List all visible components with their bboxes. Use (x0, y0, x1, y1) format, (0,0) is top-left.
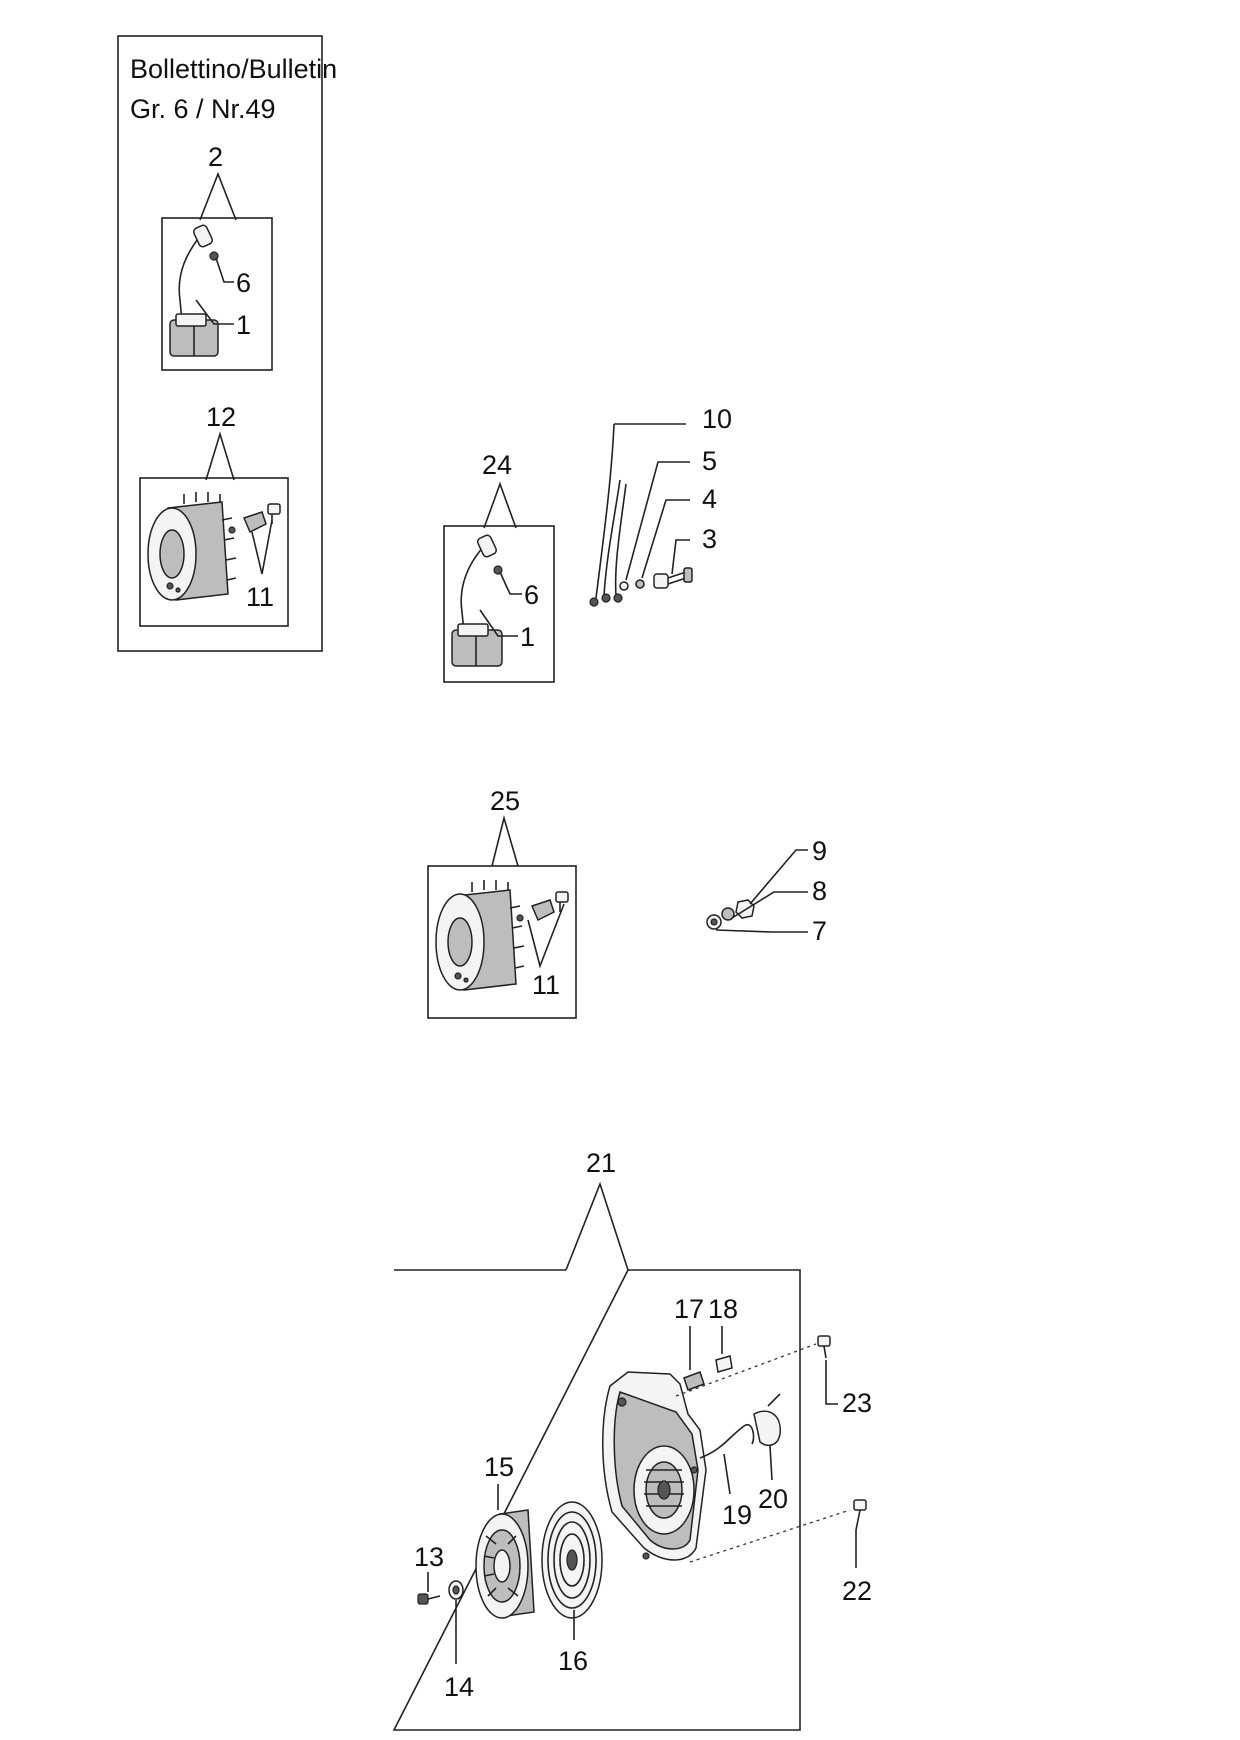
pawl-18-icon (715, 1355, 733, 1373)
ground-wire-assembly: 10 5 4 3 (589, 404, 732, 607)
leader-6-mid (499, 571, 522, 595)
leader-21 (565, 1181, 629, 1271)
leader-11-top (251, 519, 273, 575)
flywheel-icon (147, 492, 237, 601)
lock-washer-8 (721, 907, 735, 921)
callout-12: 12 (206, 402, 236, 432)
screw-23-icon (817, 1335, 831, 1359)
leader-7 (715, 929, 808, 933)
callout-9: 9 (812, 836, 827, 866)
starter-housing-icon (602, 1371, 707, 1561)
callout-19: 19 (722, 1500, 752, 1530)
screw-22-icon (853, 1499, 867, 1531)
callout-4: 4 (702, 484, 717, 514)
leader-8 (731, 891, 808, 919)
leader-6-top (215, 257, 234, 283)
key-and-screw-icon (228, 503, 281, 534)
leader-3 (671, 539, 690, 575)
alignment-line-23 (675, 1343, 817, 1397)
leader-19 (723, 1453, 731, 1495)
callout-24: 24 (482, 450, 512, 480)
callout-22: 22 (842, 1576, 872, 1606)
callout-5: 5 (702, 446, 717, 476)
alignment-line-22 (689, 1509, 851, 1563)
leader-23 (825, 1360, 838, 1405)
callout-11-mid: 11 (532, 970, 560, 1000)
nut-washer-set: 9 8 7 (706, 836, 827, 946)
ignition-coil-icon (451, 534, 503, 667)
rope-pulley-icon (475, 1509, 535, 1619)
leader-9 (749, 849, 808, 905)
starter-handle-icon (753, 1410, 781, 1447)
callout-10: 10 (702, 404, 732, 434)
recoil-spring-icon (541, 1501, 603, 1619)
group-24-ignition-coil: 24 6 1 (443, 450, 555, 683)
callout-17: 17 (674, 1294, 704, 1324)
callout-6-mid: 6 (524, 580, 539, 610)
group-25-flywheel: 25 11 (427, 786, 577, 1019)
callout-16: 16 (558, 1646, 588, 1676)
group-21-recoil-starter: 21 17 18 23 (392, 1148, 872, 1731)
callout-3: 3 (702, 524, 717, 554)
callout-2: 2 (208, 142, 223, 172)
callout-25: 25 (490, 786, 520, 816)
washer-5 (619, 581, 629, 591)
callout-11-top: 11 (246, 582, 274, 612)
callout-8: 8 (812, 876, 827, 906)
box-25 (427, 865, 577, 1019)
leader-4 (641, 499, 690, 579)
callout-18: 18 (708, 1294, 738, 1324)
bulletin-frame (117, 35, 323, 652)
callout-23: 23 (842, 1388, 872, 1418)
callout-6-top: 6 (236, 268, 251, 298)
lock-washer-4 (635, 579, 645, 589)
key-and-screw-icon (516, 891, 569, 922)
leader-20 (769, 1445, 773, 1481)
callout-7: 7 (812, 916, 827, 946)
ground-wire-icon (589, 423, 627, 607)
bulletin-reference: Gr. 6 / Nr.49 (130, 94, 276, 124)
box-12 (139, 477, 289, 627)
leader-1-top (195, 299, 234, 325)
callout-15: 15 (484, 1452, 514, 1482)
callout-20: 20 (758, 1484, 788, 1514)
callout-13: 13 (414, 1542, 444, 1572)
bulletin-panel: Bollettino/Bulletin Gr. 6 / Nr.49 2 6 1 … (117, 35, 337, 652)
leader-12 (205, 431, 235, 481)
box-21 (392, 1269, 801, 1731)
flywheel-icon (435, 880, 525, 991)
box-24 (443, 525, 555, 683)
leader-25 (491, 814, 519, 867)
bulletin-title: Bollettino/Bulletin (130, 54, 337, 84)
callout-1-top: 1 (236, 310, 251, 340)
leader-2 (199, 171, 237, 221)
ignition-coil-icon (169, 224, 219, 357)
box-2 (161, 217, 273, 371)
leader-11-mid (527, 903, 565, 969)
callout-1-mid: 1 (520, 622, 535, 652)
leader-1-mid (479, 609, 518, 637)
screw-3-icon (653, 567, 693, 589)
screw-13-icon (417, 1593, 441, 1605)
leader-5 (625, 461, 690, 581)
callout-14: 14 (444, 1672, 474, 1702)
group-2-ignition-coil: 2 6 1 (161, 142, 273, 371)
callout-21: 21 (586, 1148, 616, 1178)
group-12-flywheel: 12 11 (139, 402, 289, 627)
leader-24 (483, 481, 517, 529)
starter-rope-icon (699, 1423, 755, 1459)
pawl-17-icon (683, 1371, 705, 1391)
